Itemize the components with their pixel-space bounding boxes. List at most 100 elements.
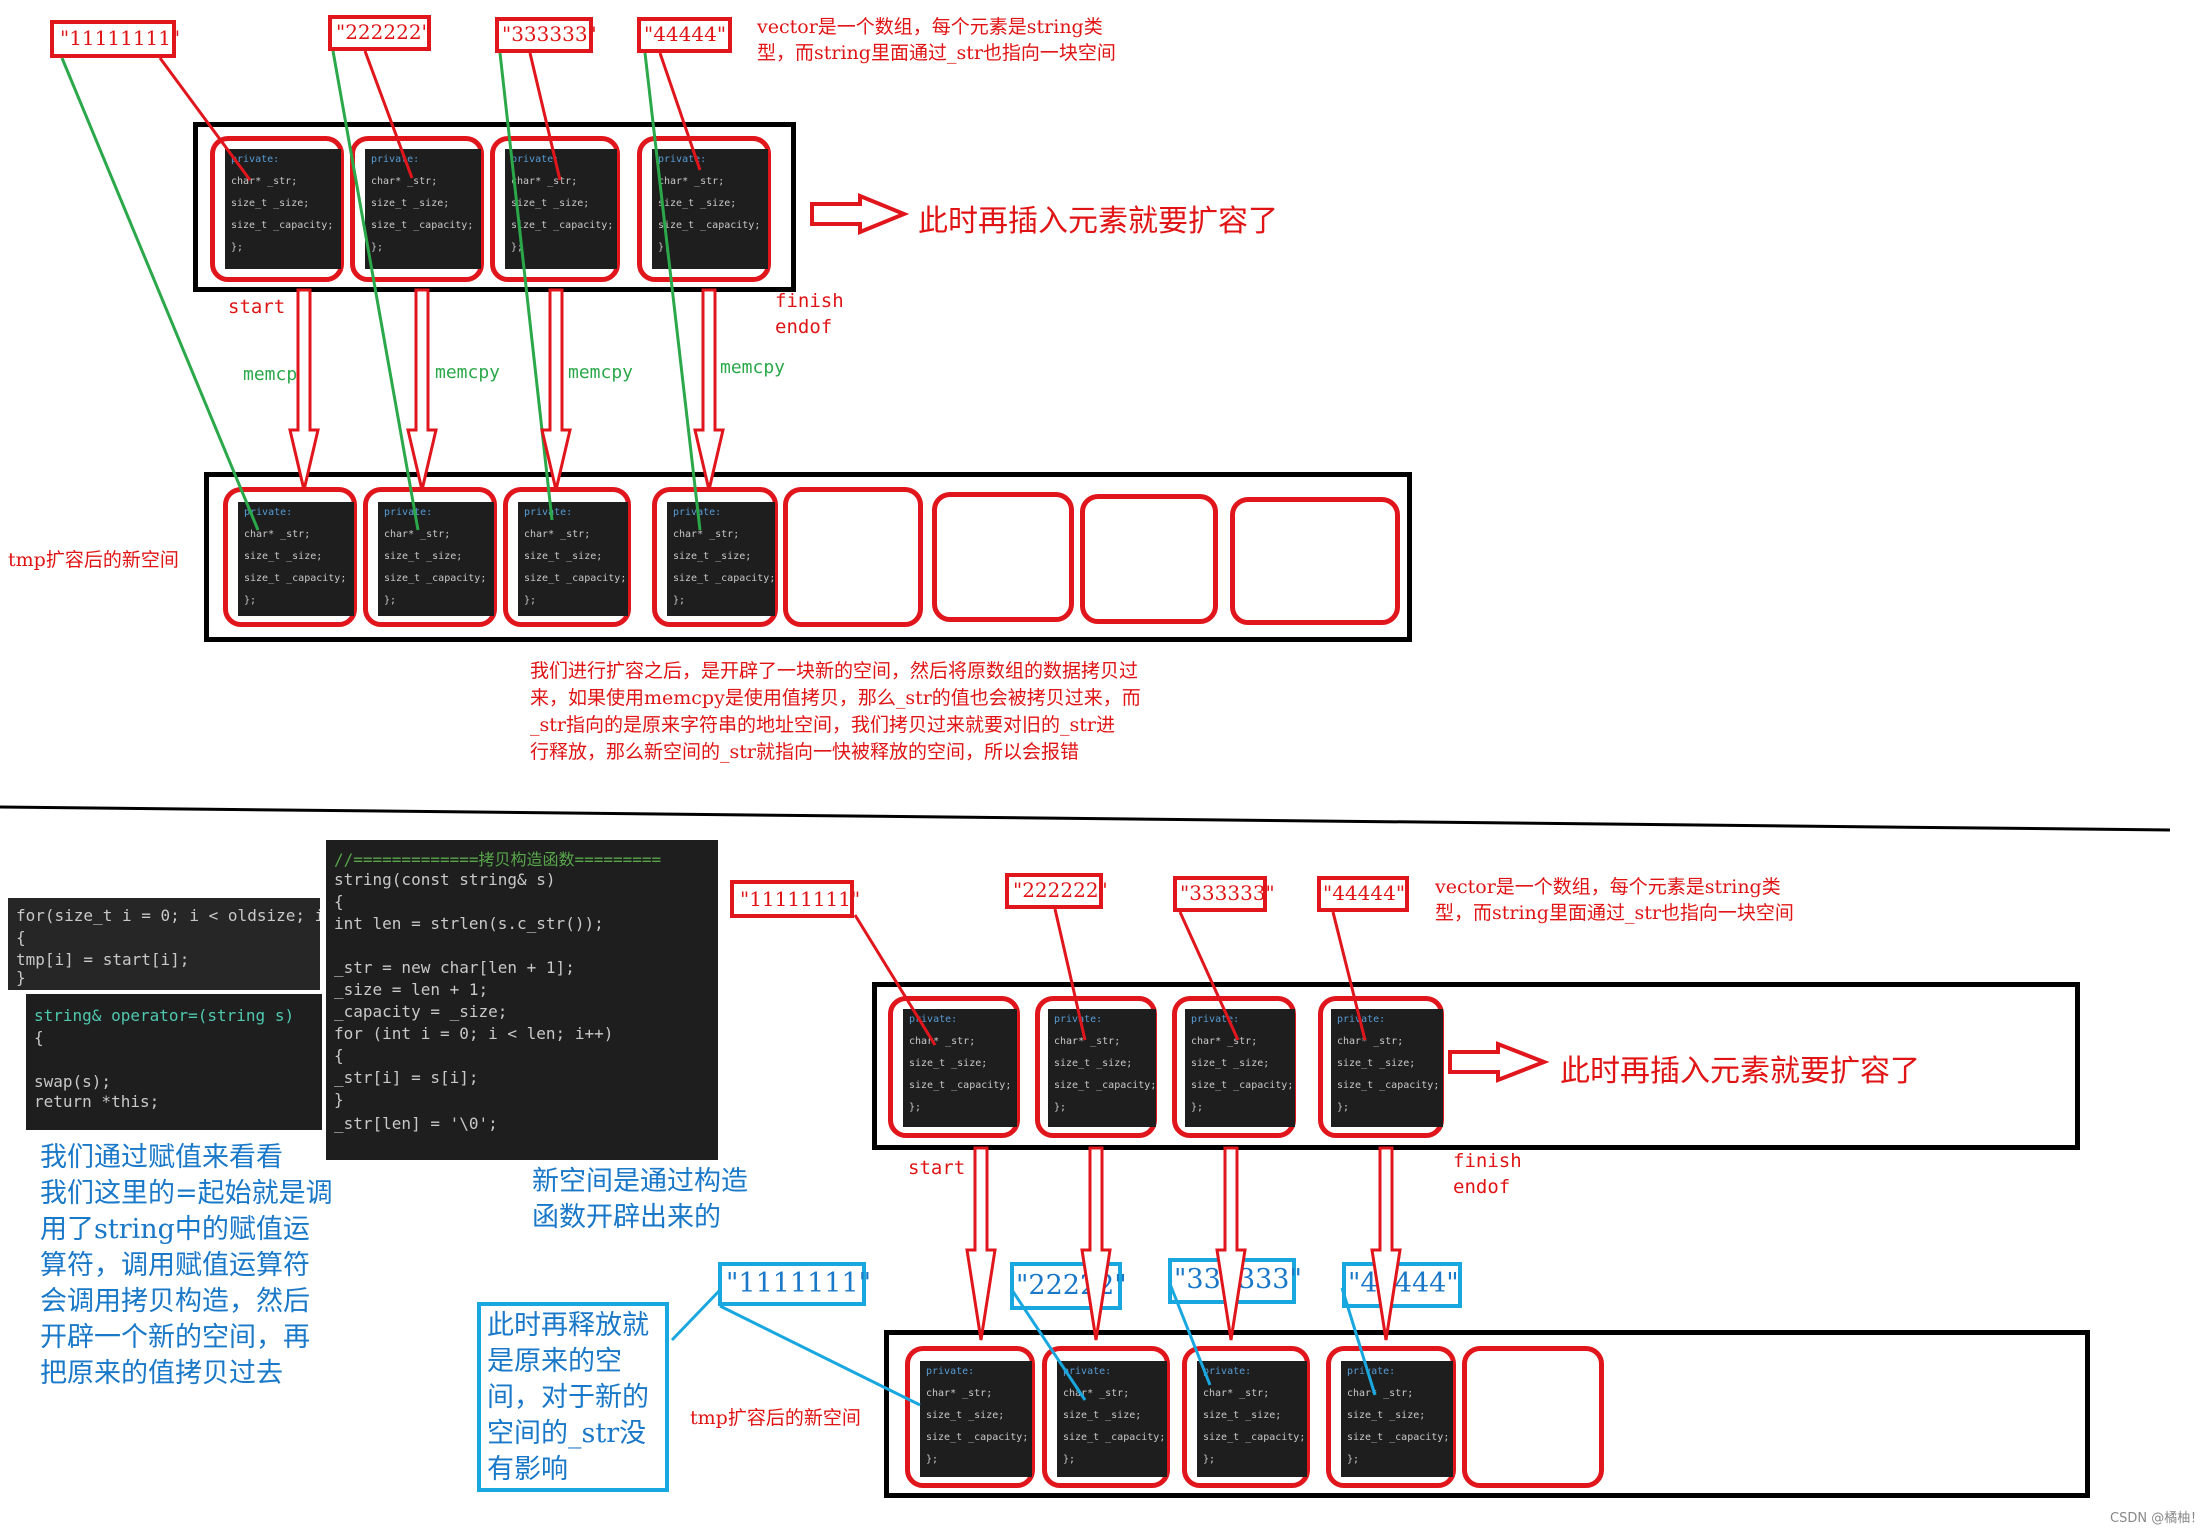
top-vector-cell-3: private:char* _str;size_t _size;size_t _…: [490, 136, 620, 282]
memcpy-label-4: memcpy: [720, 357, 786, 378]
string-struct-code: private:char* _str;size_t _size;size_t _…: [1341, 1361, 1453, 1477]
bottom-string-3: "333333": [1180, 881, 1275, 905]
bottom-tmp-cell-2: private:char* _str;size_t _size;size_t _…: [1042, 1346, 1170, 1488]
assign-code-line-1: string& operator=(string s): [34, 1006, 295, 1025]
new-space-note: 新空间是通过构造 函数开辟出来的: [532, 1164, 748, 1236]
watermark: CSDN @橘柚！: [2110, 1511, 2204, 1526]
tmp-cell-empty-5: [783, 487, 923, 627]
release-note-line-4: 空间的_str没: [487, 1418, 647, 1449]
top-vector-cell-1: private:char* _str;size_t _size;size_t _…: [210, 136, 344, 282]
bottom-start-label: start: [908, 1157, 966, 1179]
new-space-note-line-2: 函数开辟出来的: [532, 1202, 721, 1233]
top-explanation-line-2: 来，如果使用memcpy是使用值拷贝，那么_str的值也会被拷贝过来，而: [530, 687, 1141, 709]
bottom-vector-array: [872, 982, 2080, 1150]
top-explanation-line-1: 我们进行扩容之后，是开辟了一块新的空间，然后将原数组的数据拷贝过: [530, 660, 1139, 682]
memcpy-label-2: memcpy: [435, 362, 501, 383]
string-struct-code: private:char* _str;size_t _size;size_t _…: [652, 149, 768, 269]
assign-explanation-line-6: 开辟一个新的空间，再: [40, 1322, 310, 1353]
string-struct-code: private:char* _str;size_t _size;size_t _…: [1185, 1009, 1295, 1127]
assign-explanation-line-2: 我们这里的=起始就是调: [40, 1178, 333, 1209]
string-struct-code: private:char* _str;size_t _size;size_t _…: [505, 149, 617, 269]
top-string-1: "11111111": [60, 26, 181, 50]
assign-operator-code-panel: string& operator=(string s) { swap(s); r…: [26, 994, 322, 1130]
string-struct-code: private:char* _str;size_t _size;size_t _…: [1197, 1361, 1307, 1477]
string-struct-code: private:char* _str;size_t _size;size_t _…: [903, 1009, 1017, 1127]
top-explanation: 我们进行扩容之后，是开辟了一块新的空间，然后将原数组的数据拷贝过 来，如果使用m…: [530, 658, 1250, 766]
release-note-box: [477, 1302, 669, 1492]
top-string-box-3: [495, 17, 593, 53]
blue-string-box-1: [718, 1262, 866, 1306]
top-endof-label: endof: [775, 316, 833, 338]
assign-explanation-line-4: 算符，调用赋值运算符: [40, 1250, 310, 1281]
bottom-vector-cell-1: private:char* _str;size_t _size;size_t _…: [888, 996, 1020, 1138]
string-struct-code: private:char* _str;size_t _size;size_t _…: [365, 149, 481, 269]
blue-string-1: "1111111": [726, 1268, 872, 1299]
top-string-box-2: [328, 15, 431, 51]
top-string-3: "333333": [502, 22, 597, 46]
bottom-tmp-cell-1: private:char* _str;size_t _size;size_t _…: [905, 1346, 1035, 1488]
bottom-finish-label: finish: [1453, 1150, 1522, 1172]
memcpy-label-3: memcpy: [568, 362, 634, 383]
top-finish-label: finish: [775, 290, 844, 312]
bottom-string-box-3: [1173, 876, 1267, 912]
blue-string-2: "22222": [1016, 1270, 1127, 1301]
top-vector-cell-4: private:char* _str;size_t _size;size_t _…: [637, 136, 771, 282]
bottom-string-box-2: [1005, 873, 1103, 909]
bottom-tmp-cell-3: private:char* _str;size_t _size;size_t _…: [1182, 1346, 1310, 1488]
blue-string-4: "44444": [1348, 1268, 1459, 1299]
blue-string-3: "333333": [1174, 1264, 1302, 1295]
bottom-endof-label: endof: [1453, 1176, 1511, 1198]
bottom-copy-arrows: [965, 1146, 1402, 1341]
top-string-box-4: [637, 17, 732, 53]
tmp-cell-empty-6: [932, 492, 1074, 622]
bottom-string-box-4: [1317, 876, 1409, 912]
tmp-cell-2: private:char* _str;size_t _size;size_t _…: [363, 487, 497, 627]
bottom-vector-note-line1: vector是一个数组，每个元素是string类: [1435, 876, 1781, 898]
string-struct-code: private:char* _str;size_t _size;size_t _…: [518, 502, 628, 616]
top-vector-cell-2: private:char* _str;size_t _size;size_t _…: [350, 136, 484, 282]
top-expand-arrow: [810, 193, 910, 235]
memcpy-arrows: [288, 288, 725, 491]
top-vector-note-line2: 型，而string里面通过_str也指向一块空间: [757, 42, 1116, 64]
top-string-box-1: [50, 20, 176, 58]
loop-code-panel: for(size_t i = 0; i < oldsize; i++) { tm…: [8, 898, 320, 990]
string-struct-code: private:char* _str;size_t _size;size_t _…: [920, 1361, 1032, 1477]
string-struct-code: private:char* _str;size_t _size;size_t _…: [238, 502, 354, 616]
top-tmp-array: [204, 472, 1412, 642]
top-start-label: start: [228, 296, 286, 318]
release-note-line-1: 此时再释放就: [487, 1310, 649, 1341]
tmp-cell-4: private:char* _str;size_t _size;size_t _…: [652, 487, 778, 627]
tmp-cell-1: private:char* _str;size_t _size;size_t _…: [223, 487, 357, 627]
bottom-vector-cell-2: private:char* _str;size_t _size;size_t _…: [1035, 996, 1157, 1138]
top-string-2: "222222": [336, 20, 431, 44]
bottom-string-1: "11111111": [740, 887, 861, 911]
string-struct-code: private:char* _str;size_t _size;size_t _…: [667, 502, 775, 616]
tmp-cell-3: private:char* _str;size_t _size;size_t _…: [503, 487, 631, 627]
release-note-line-3: 间，对于新的: [487, 1382, 649, 1413]
string-struct-code: private:char* _str;size_t _size;size_t _…: [1048, 1009, 1156, 1127]
assign-explanation-line-3: 用了string中的赋值运: [40, 1214, 310, 1245]
release-note: 此时再释放就 是原来的空 间，对于新的 空间的_str没 有影响: [487, 1308, 649, 1488]
bottom-tmp-cell-empty-5: [1462, 1346, 1604, 1488]
tmp-cell-empty-8: [1230, 497, 1400, 625]
bottom-string-box-1: [730, 880, 854, 918]
top-explanation-line-3: _str指向的是原来字符串的地址空间，我们拷贝过来就要对旧的_str进: [530, 714, 1115, 736]
assign-explanation-line-7: 把原来的值拷贝过去: [40, 1358, 283, 1389]
release-note-line-2: 是原来的空: [487, 1346, 622, 1377]
top-expand-note: 此时再插入元素就要扩容了: [918, 204, 1278, 239]
new-space-note-line-1: 新空间是通过构造: [532, 1166, 748, 1197]
assign-explanation-line-1: 我们通过赋值来看看: [40, 1142, 283, 1173]
string-struct-code: private:char* _str;size_t _size;size_t _…: [378, 502, 494, 616]
string-struct-code: private:char* _str;size_t _size;size_t _…: [1057, 1361, 1167, 1477]
top-string-4: "44444": [644, 22, 727, 46]
assign-explanation: 我们通过赋值来看看 我们这里的=起始就是调 用了string中的赋值运 算符，调…: [40, 1140, 360, 1392]
tmp-cell-empty-7: [1080, 494, 1218, 624]
bottom-string-4: "44444": [1323, 881, 1406, 905]
assign-explanation-line-5: 会调用拷贝构造，然后: [40, 1286, 310, 1317]
bottom-expand-note: 此时再插入元素就要扩容了: [1560, 1054, 1920, 1089]
copy-constructor-code-panel: //=============拷贝构造函数========= string(co…: [326, 840, 718, 1160]
bottom-vector-cell-4: private:char* _str;size_t _size;size_t _…: [1318, 996, 1444, 1138]
bottom-vector-note-line2: 型，而string里面通过_str也指向一块空间: [1435, 902, 1794, 924]
release-note-line-5: 有影响: [487, 1454, 568, 1485]
